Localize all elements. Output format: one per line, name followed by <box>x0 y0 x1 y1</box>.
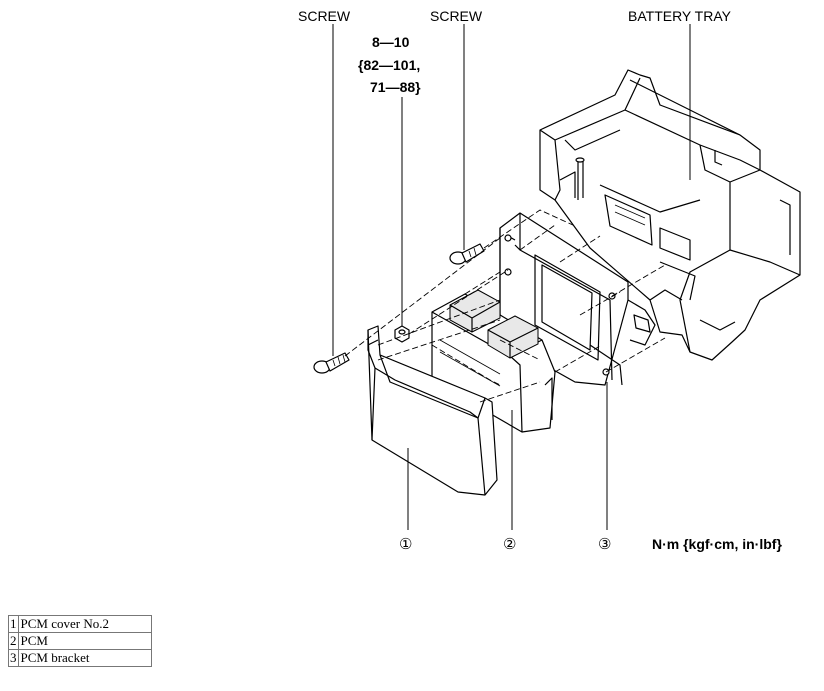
torque-line-2: {82—101, <box>358 57 420 73</box>
part-number-2: ② <box>503 536 516 553</box>
legend-row: 2 PCM <box>8 632 152 650</box>
torque-units-label: N·m {kgf·cm, in·lbf} <box>652 536 782 552</box>
legend-part-name: PCM bracket <box>17 649 152 667</box>
leader-lines <box>332 24 691 530</box>
legend-part-name: PCM cover No.2 <box>17 615 152 633</box>
screw-left <box>313 352 350 374</box>
battery-tray-label: BATTERY TRAY <box>628 8 732 24</box>
legend-number: 2 <box>8 632 19 650</box>
part-number-1: ① <box>399 536 412 553</box>
pcm-exploded-diagram: SCREW SCREW BATTERY TRAY 8—10 {82—101, 7… <box>298 8 801 553</box>
battery-tray <box>539 69 801 361</box>
legend-number: 3 <box>8 649 19 667</box>
part-number-3: ③ <box>598 536 611 553</box>
legend-row: 3 PCM bracket <box>8 649 152 667</box>
pcm-cover <box>367 325 498 496</box>
legend-part-name: PCM <box>17 632 152 650</box>
torque-line-3: 71—88} <box>370 79 421 95</box>
alignment-lines <box>344 209 666 403</box>
torque-line-1: 8—10 <box>372 34 410 50</box>
screw-right-label: SCREW <box>430 8 483 24</box>
legend-number: 1 <box>8 615 19 633</box>
screw-left-label: SCREW <box>298 8 351 24</box>
legend-row: 1 PCM cover No.2 <box>8 615 152 633</box>
parts-legend-table: 1 PCM cover No.2 2 PCM 3 PCM bracket <box>8 615 152 667</box>
screw-right <box>449 243 485 265</box>
